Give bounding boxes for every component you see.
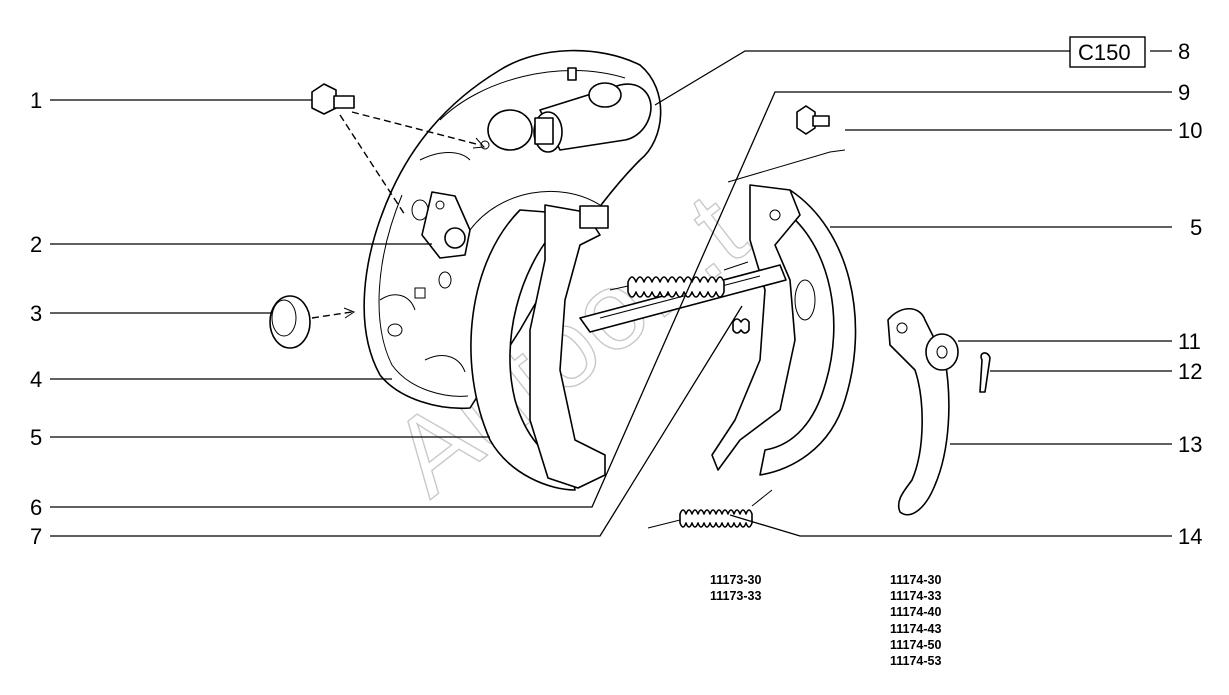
callout-4: 4 bbox=[30, 367, 42, 392]
model-code: 11174-33 bbox=[890, 589, 942, 604]
pin-icon bbox=[796, 105, 830, 135]
model-code: 11173-33 bbox=[710, 589, 762, 604]
washer-icon bbox=[925, 333, 959, 371]
model-code: 11174-50 bbox=[890, 637, 942, 652]
model-code: 11174-43 bbox=[890, 621, 942, 636]
callout-5-right: 5 bbox=[1190, 215, 1202, 240]
callout-11: 11 bbox=[1178, 329, 1201, 354]
applicability-group-b: 11174-30 11174-33 11174-40 11174-43 1117… bbox=[890, 572, 941, 669]
plug-icon bbox=[269, 295, 311, 349]
brake-shoe-icon-right bbox=[711, 184, 857, 476]
callout-9: 9 bbox=[1178, 80, 1190, 105]
model-code: 11174-53 bbox=[890, 654, 942, 669]
callout-2: 2 bbox=[30, 232, 42, 257]
callout-3: 3 bbox=[30, 301, 42, 326]
callout-10: 10 bbox=[1178, 118, 1202, 143]
small-spring-icon bbox=[732, 318, 750, 334]
brake-shoe-icon bbox=[470, 204, 609, 491]
spring-icon-upper bbox=[609, 261, 749, 298]
spring-icon bbox=[647, 489, 773, 529]
callout-7: 7 bbox=[30, 524, 42, 549]
bracket-icon bbox=[421, 191, 471, 259]
callout-1: 1 bbox=[30, 88, 42, 113]
cotter-pin-icon bbox=[979, 352, 991, 393]
leader-lines bbox=[50, 50, 1172, 537]
callouts-right: 8 9 10 5 11 12 13 14 bbox=[1178, 39, 1202, 549]
wheel-cylinder-icon bbox=[533, 67, 652, 153]
model-code: 11173-30 bbox=[710, 573, 762, 587]
callout-8: 8 bbox=[1178, 39, 1190, 64]
callout-14: 14 bbox=[1178, 524, 1202, 549]
callouts-left: 1 2 3 4 5 6 7 bbox=[30, 88, 42, 549]
ref-code-box: C150 bbox=[1069, 36, 1146, 68]
callout-6: 6 bbox=[30, 495, 42, 520]
callout-12: 12 bbox=[1178, 359, 1202, 384]
ref-code: C150 bbox=[1078, 40, 1131, 65]
callout-5-left: 5 bbox=[30, 425, 42, 450]
applicability-group-a: 11173-30 11173-33 bbox=[710, 572, 761, 604]
callout-13: 13 bbox=[1178, 432, 1202, 457]
bolt-icon bbox=[311, 83, 355, 115]
model-code: 11174-40 bbox=[890, 605, 942, 620]
model-code: 11174-30 bbox=[890, 573, 942, 587]
